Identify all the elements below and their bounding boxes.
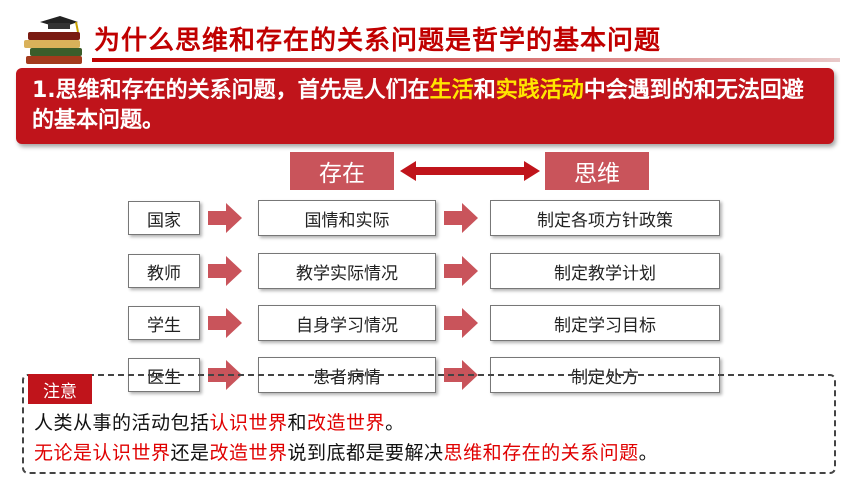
- note-highlight: 思维和存在的关系问题: [443, 442, 639, 464]
- note-line-2: 无论是认识世界还是改造世界说到底都是要解决思维和存在的关系问题。: [34, 438, 658, 465]
- right-arrow-icon: [208, 256, 242, 286]
- banner-text: 1.思维和存在的关系问题，首先是人们在生活和实践活动中会遇到的和无法回避的基本问…: [32, 76, 822, 136]
- right-arrow-icon: [444, 308, 478, 338]
- row-existence: 国情和实际: [258, 200, 436, 236]
- title-divider: [92, 58, 840, 62]
- note-highlight: 认识世界: [209, 412, 288, 434]
- note-text: 。: [638, 442, 659, 464]
- banner-text-part: 和: [473, 78, 496, 103]
- page-title: 为什么思维和存在的关系问题是哲学的基本问题: [94, 26, 662, 56]
- note-text: 说到底都是要解决: [287, 442, 444, 464]
- right-arrow-icon: [444, 203, 478, 233]
- right-arrow-icon: [208, 203, 242, 233]
- banner-highlight-life: 生活: [429, 78, 474, 103]
- thinking-label: 思维: [545, 152, 649, 190]
- banner-text-part: 中会遇到的和无法回避的基本问题。: [32, 78, 804, 133]
- right-arrow-icon: [444, 256, 478, 286]
- row-subject: 教师: [128, 254, 200, 288]
- note-text: 。: [385, 412, 405, 434]
- row-subject: 国家: [128, 201, 200, 235]
- note-tag: 注意: [28, 374, 92, 404]
- row-thinking: 制定各项方针政策: [490, 200, 720, 236]
- row-subject: 学生: [128, 306, 200, 340]
- double-arrow-icon: [400, 161, 540, 181]
- note-text: 还是: [170, 442, 210, 464]
- books-graduation-cap-icon: [24, 16, 82, 64]
- row-thinking: 制定教学计划: [490, 253, 720, 289]
- banner-highlight-practice: 实践活动: [495, 78, 584, 103]
- point-banner: 1.思维和存在的关系问题，首先是人们在生活和实践活动中会遇到的和无法回避的基本问…: [16, 68, 834, 144]
- note-highlight: 改造世界: [209, 442, 288, 464]
- right-arrow-icon: [208, 308, 242, 338]
- note-box: [22, 374, 836, 474]
- note-text: 和: [287, 412, 308, 434]
- row-thinking: 制定学习目标: [490, 305, 720, 341]
- row-existence: 教学实际情况: [258, 253, 436, 289]
- row-existence: 自身学习情况: [258, 305, 436, 341]
- banner-text-part: 1.思维和存在的关系问题，首先是人们在: [32, 78, 430, 103]
- note-text: 人类从事的活动包括: [34, 412, 210, 434]
- note-highlight: 无论是认识世界: [34, 442, 171, 464]
- note-highlight: 改造世界: [307, 412, 386, 434]
- existence-label: 存在: [290, 152, 394, 190]
- note-line-1: 人类从事的活动包括认识世界和改造世界。: [34, 408, 405, 435]
